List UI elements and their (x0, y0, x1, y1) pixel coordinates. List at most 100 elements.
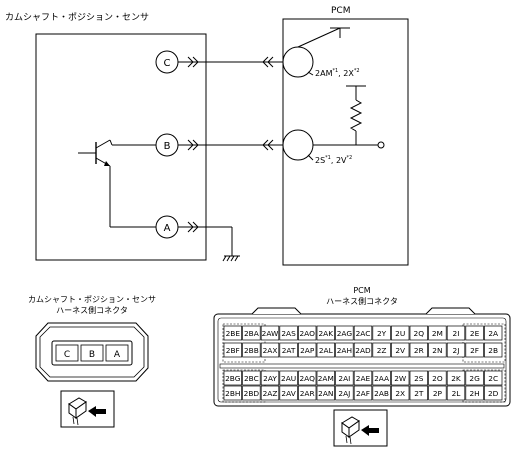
pcm-pin-cell (335, 325, 354, 341)
pcm-pin-label: 2AE (356, 374, 371, 383)
pcm-pin-label: 2AJ (338, 389, 350, 398)
pcm-pin-cell (279, 342, 298, 358)
sensor-conn-title-2: ハーネス側コネクタ (56, 305, 128, 315)
pcm-pin-cell (260, 370, 280, 386)
pcm-pin-label: 2AS (281, 329, 296, 338)
pcm-pin-label: 2J (453, 346, 460, 355)
connector-view-icon (333, 409, 388, 447)
pcm-pin-cell (353, 370, 373, 386)
sensor-conn-pin-cell (80, 344, 104, 362)
connector-view-icon (60, 390, 115, 428)
pcm-pin-label: 2AF (356, 389, 370, 398)
terminal-c-label: C (164, 58, 171, 69)
pin-upper-label: 2AM*1, 2X*2 (315, 68, 360, 78)
sensor-title: カムシャフト・ポジション・センサ (5, 12, 149, 23)
pcm-pin-label: 2AM (318, 374, 334, 383)
pcm-pin-cell (242, 370, 261, 386)
pcm-pin-cell (372, 325, 391, 341)
pcm-pin-cell (316, 370, 335, 386)
pcm-pin-label: 2U (395, 329, 405, 338)
sensor-box (35, 33, 207, 261)
pcm-pin-label: 2AD (355, 346, 371, 355)
pcm-pin-label: 2G (469, 374, 480, 383)
connector-symbol-b-pcm (262, 139, 274, 151)
pcm-pin-label: 2AA (374, 374, 389, 383)
pin-lower-label: 2S*1, 2V*2 (315, 155, 352, 165)
pcm-pin-cell (316, 325, 335, 341)
pcm-pin-label: 2AN (318, 389, 333, 398)
pcm-pin-cell (372, 370, 391, 386)
pcm-pin-label: 2T (414, 389, 424, 398)
pcm-pin-cell (428, 385, 447, 401)
pcm-pin-cell (279, 325, 298, 341)
pcm-pin-cell (316, 385, 335, 401)
pcm-pin-label: 2AZ (263, 389, 278, 398)
connector-symbol-b-sensor (187, 139, 199, 151)
pcm-pin-label: 2V (395, 346, 405, 355)
pcm-pin-label: 2AV (281, 389, 295, 398)
pcm-pin-cell (465, 342, 484, 358)
pcm-pin-label: 2L (452, 389, 462, 398)
pcm-pin-label: 2AQ (299, 374, 315, 383)
pcm-pin-label: 2AW (262, 329, 279, 338)
pcm-pin-label: 2AU (281, 374, 296, 383)
pcm-pin-cell (428, 325, 447, 341)
pcm-pin-label: 2AO (299, 329, 315, 338)
pcm-pin-label: 2AY (263, 374, 277, 383)
pcm-pin-label: 2AK (318, 329, 333, 338)
pcm-pin-label: 2BC (244, 374, 259, 383)
pcm-pin-cell (298, 342, 317, 358)
pcm-pin-label: 2BA (244, 329, 259, 338)
pcm-pin-cell (409, 342, 428, 358)
connector-symbol-c-pcm (262, 56, 274, 68)
pcm-pin-label: 2AC (356, 329, 371, 338)
sensor-conn-pin-c: C (64, 350, 70, 360)
pcm-pin-label: 2F (470, 346, 479, 355)
pcm-conn-title-2: ハーネス側コネクタ (326, 296, 398, 306)
pcm-pin-cell (446, 370, 466, 386)
pcm-pin-label: 2I (453, 329, 460, 338)
pcm-pin-cell (335, 342, 354, 358)
pcm-pin-label: 2M (432, 329, 443, 338)
pcm-upper-diag (307, 71, 314, 76)
pcm-conn-title-1: PCM (353, 286, 370, 295)
pcm-pin-label: 2C (488, 374, 498, 383)
pcm-pin-label: 2H (469, 389, 479, 398)
pcm-pin-cell (353, 325, 373, 341)
pcm-pin-cell (335, 385, 354, 401)
pcm-pin-label: 2O (432, 374, 443, 383)
pcm-pin-label: 2BF (226, 346, 240, 355)
pcm-pin-cell (353, 385, 373, 401)
pcm-pin-label: 2R (414, 346, 424, 355)
pcm-pin-cell (446, 325, 466, 341)
pcm-pin-cell (484, 385, 503, 401)
pcm-pin-cell (223, 385, 242, 401)
pcm-pin-label: 2A (488, 329, 498, 338)
pcm-upper-line (297, 27, 341, 48)
pcm-pin-label: 2AH (337, 346, 352, 355)
sensor-conn-pin-a: A (114, 350, 121, 360)
pcm-pin-cell (298, 370, 317, 386)
pcm-pin-cell (484, 342, 503, 358)
pcm-pin-cell (465, 385, 484, 401)
resistor-symbol (349, 99, 363, 132)
pcm-pin-cell (335, 370, 354, 386)
pcm-pin-cell (391, 385, 410, 401)
pcm-pin-cell (372, 385, 391, 401)
connector-symbol-a-sensor (187, 221, 199, 233)
pcm-pin-label: 2Z (377, 346, 387, 355)
pcm-pin-label: 2AG (337, 329, 353, 338)
pcm-pin-label: 2AB (374, 389, 389, 398)
pcm-pin-label: 2K (451, 374, 461, 383)
pcm-pin-label: 2AR (300, 389, 315, 398)
pcm-pin-cell (391, 342, 410, 358)
pcm-pin-label: 2X (395, 389, 405, 398)
pcm-pin-cell (223, 325, 242, 341)
ground-symbol (222, 255, 240, 262)
pcm-pin-cell (372, 342, 391, 358)
pcm-pin-cell (260, 385, 280, 401)
terminal-b-label: B (164, 141, 171, 152)
pcm-pin-cell (484, 370, 503, 386)
pcm-pin-label: 2E (470, 329, 480, 338)
